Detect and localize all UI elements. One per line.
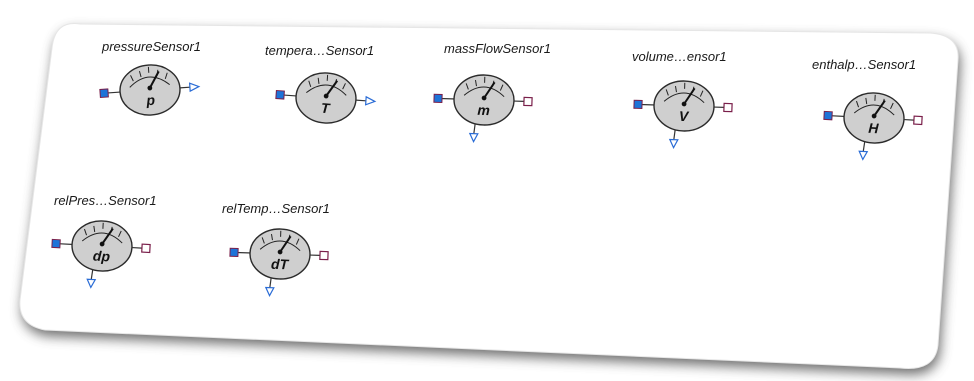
sensor-name-label: enthalp…Sensor1 (812, 57, 916, 72)
sensor-name-label: volume…ensor1 (632, 49, 727, 64)
fluid-port-icon[interactable] (51, 238, 61, 249)
fluid-port-icon[interactable] (99, 88, 109, 99)
fluid-port-icon[interactable] (823, 110, 833, 121)
quantity-symbol: T (320, 100, 331, 117)
sensor-block[interactable]: massFlowSensor1 m (433, 41, 551, 144)
quantity-symbol: m (477, 102, 490, 118)
sensor-block[interactable]: relPres…Sensor1 dp (50, 193, 157, 290)
fluid-port-icon[interactable] (229, 247, 239, 258)
fluid-port-icon[interactable] (723, 102, 733, 113)
quantity-symbol: p (145, 92, 156, 109)
signal-output-icon[interactable] (86, 278, 97, 289)
sensor-name-label: pressureSensor1 (101, 39, 201, 54)
sensor-name-label: relPres…Sensor1 (54, 193, 157, 208)
fluid-port-icon[interactable] (523, 96, 533, 107)
sensor-list: pressureSensor1ptempera…Sensor1TmassFlow… (50, 39, 923, 298)
fluid-port-icon[interactable] (141, 243, 151, 254)
sensor-block[interactable]: pressureSensor1 p (98, 39, 201, 118)
fluid-port-icon[interactable] (913, 115, 923, 126)
sensor-name-label: relTemp…Sensor1 (222, 201, 330, 216)
fluid-port-icon[interactable] (275, 89, 285, 100)
signal-output-icon[interactable] (188, 82, 201, 93)
sensor-block[interactable]: relTemp…Sensor1 dT (222, 201, 330, 298)
signal-output-icon[interactable] (264, 286, 275, 298)
quantity-symbol: dT (271, 256, 290, 273)
sensor-name-label: tempera…Sensor1 (265, 43, 374, 58)
fluid-port-icon[interactable] (433, 93, 443, 104)
quantity-symbol: dp (93, 248, 111, 265)
quantity-symbol: H (868, 120, 880, 137)
signal-output-icon[interactable] (364, 95, 377, 106)
signal-output-icon[interactable] (468, 132, 479, 144)
quantity-symbol: V (679, 108, 691, 124)
signal-output-icon[interactable] (668, 138, 679, 150)
fluid-port-icon[interactable] (633, 99, 643, 110)
signal-output-icon[interactable] (858, 150, 869, 161)
fluid-port-icon[interactable] (319, 250, 329, 261)
sensor-name-label: massFlowSensor1 (444, 41, 551, 56)
